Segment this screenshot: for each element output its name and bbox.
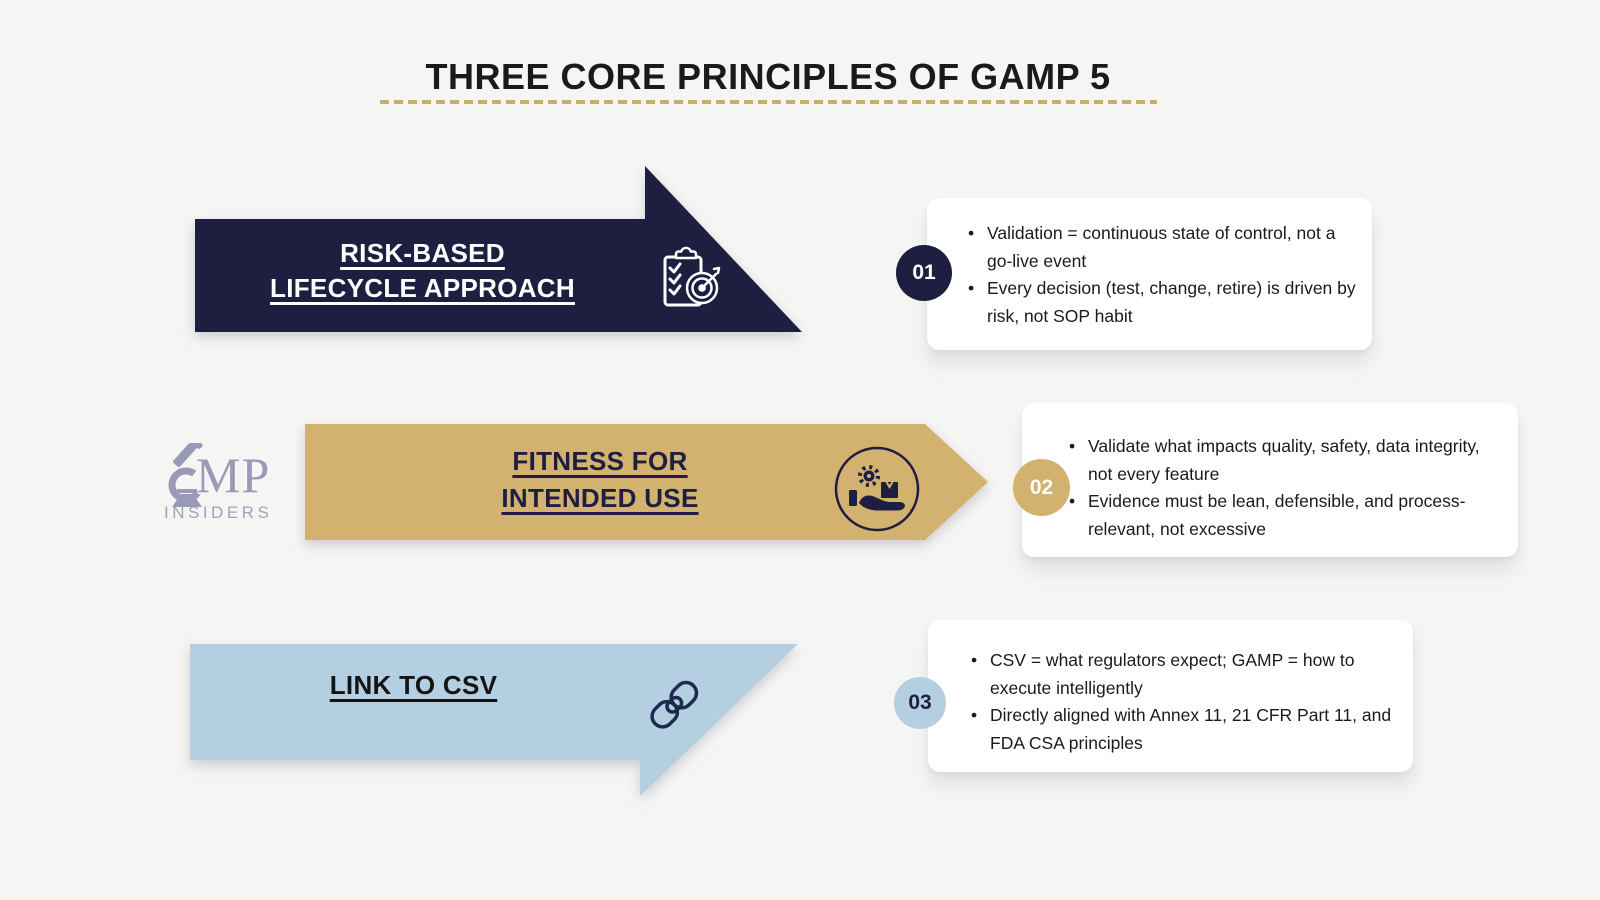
bullet-list: Validate what impacts quality, safety, d… (1022, 403, 1518, 543)
banner-label-link-csv: LINK TO CSV (190, 668, 637, 703)
bullet-list: Validation = continuous state of control… (927, 198, 1372, 330)
principle-card-2: Validate what impacts quality, safety, d… (1022, 403, 1518, 557)
title-dashed-underline (380, 100, 1157, 104)
logo-brand-text: MP (196, 447, 271, 503)
bullet-item: Validation = continuous state of control… (965, 220, 1360, 275)
arrow-banner-fitness (305, 424, 988, 540)
banner-label-line: INTENDED USE (501, 483, 699, 513)
bullet-item: Directly aligned with Annex 11, 21 CFR P… (968, 702, 1401, 757)
number-badge-03: 03 (894, 677, 946, 729)
banner-label-line: FITNESS FOR (512, 446, 688, 476)
banner-label-line: RISK-BASED (340, 238, 505, 268)
arrow-banner-link-csv (190, 644, 798, 796)
principle-card-1: Validation = continuous state of control… (927, 198, 1372, 350)
bullet-item: Validate what impacts quality, safety, d… (1066, 433, 1506, 488)
microscope-icon (168, 443, 204, 507)
hand-holding-box-gear-icon (834, 446, 920, 532)
number-badge-02: 02 (1013, 459, 1070, 516)
banner-label-fitness: FITNESS FOR INTENDED USE (305, 443, 895, 517)
logo-sub-text: INSIDERS (164, 503, 273, 522)
bullet-item: Every decision (test, change, retire) is… (965, 275, 1360, 330)
arrow-banner-risk-based (195, 166, 802, 332)
banner-label-line: LINK TO CSV (329, 670, 498, 700)
banner-label-line: LIFECYCLE APPROACH (270, 273, 575, 303)
number-badge-01: 01 (896, 245, 952, 301)
bullet-list: CSV = what regulators expect; GAMP = how… (928, 620, 1413, 757)
badge-number-text: 02 (1029, 475, 1054, 499)
page-title: THREE CORE PRINCIPLES OF GAMP 5 (425, 56, 1111, 97)
bullet-item: CSV = what regulators expect; GAMP = how… (968, 647, 1401, 702)
gear-icon (858, 465, 880, 487)
gmp-insiders-logo: MP INSIDERS (160, 437, 310, 529)
principle-card-3: CSV = what regulators expect; GAMP = how… (928, 620, 1413, 772)
chain-link-icon (650, 680, 699, 729)
banner-label-risk-based: RISK-BASED LIFECYCLE APPROACH (195, 236, 650, 306)
bullet-item: Evidence must be lean, defensible, and p… (1066, 488, 1506, 543)
badge-number-text: 01 (912, 261, 936, 284)
clipboard-checklist-target-icon (663, 246, 721, 307)
badge-number-text: 03 (908, 691, 932, 714)
